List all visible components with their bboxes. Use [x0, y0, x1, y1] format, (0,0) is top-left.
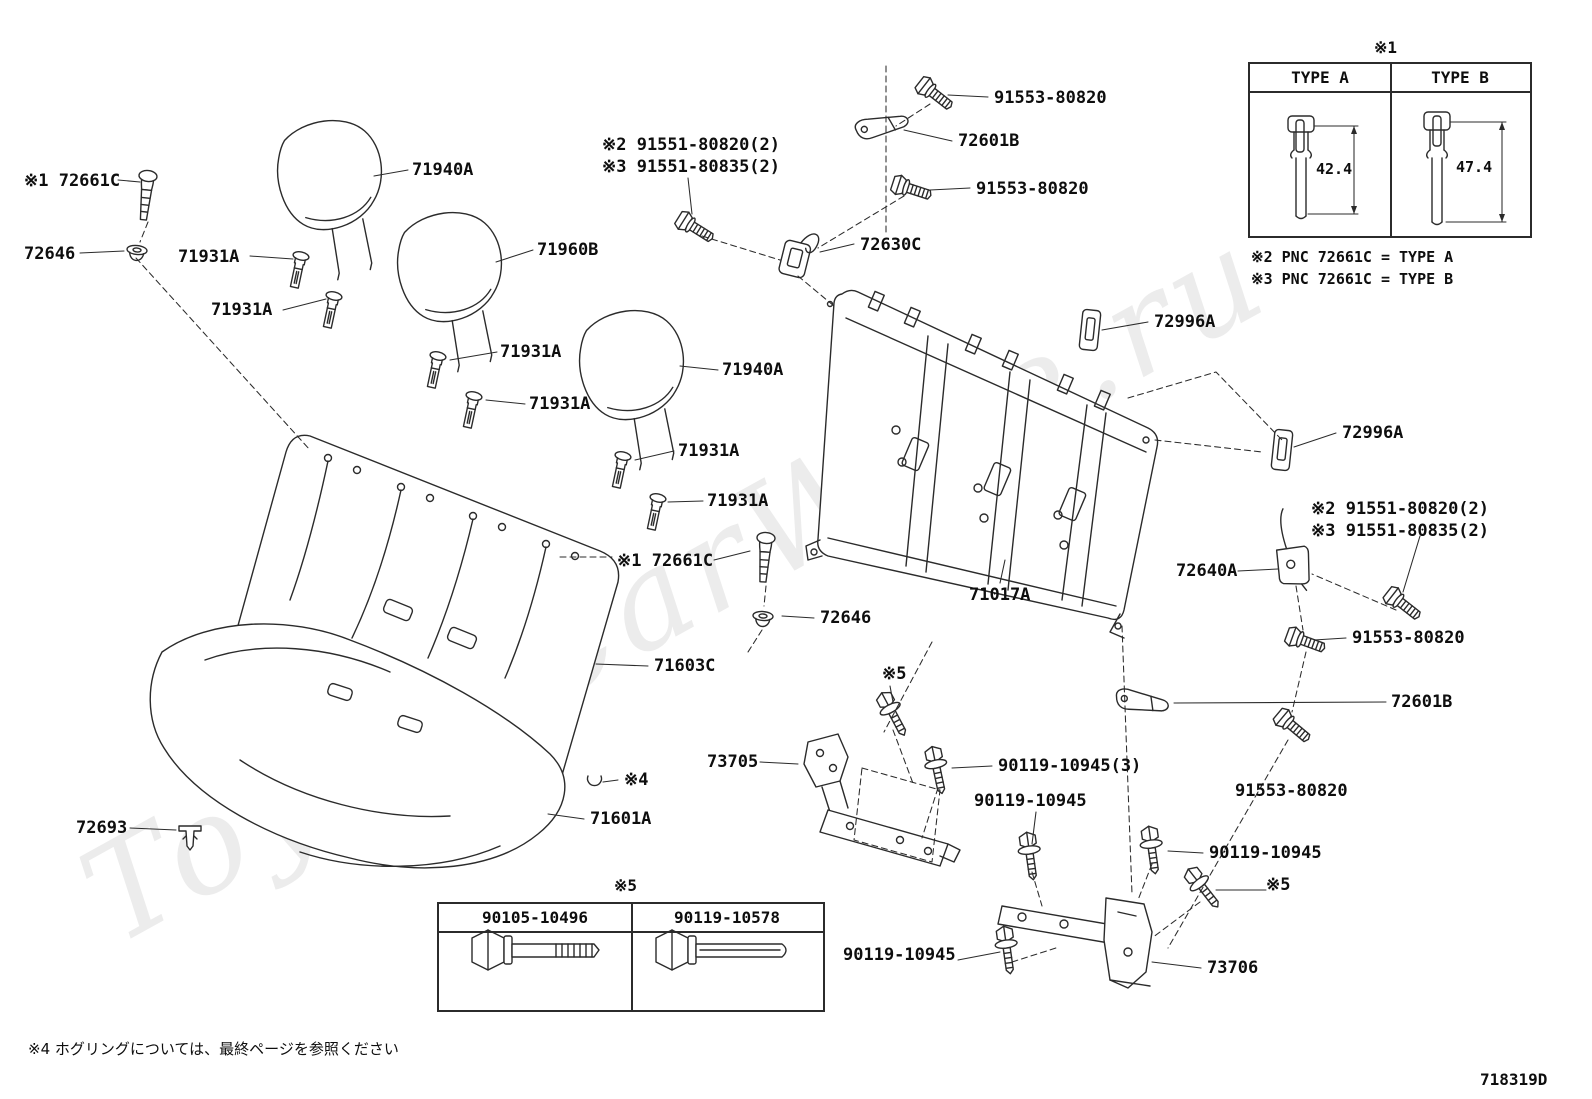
part-label: ※3 91551-80835(2) [1311, 521, 1490, 541]
type-b-header: TYPE B [1431, 68, 1489, 87]
part-label: ※1 72661C [24, 171, 121, 191]
part-label: 72601B [1391, 692, 1453, 712]
part-label: 71931A [211, 300, 273, 320]
part-label: 72693 [76, 818, 128, 838]
part-label: 90119-10945 [1209, 843, 1322, 863]
dimension-label-type-a: 42.4 [1316, 160, 1353, 178]
part-label: 73706 [1207, 958, 1259, 978]
part-label: ※2 91551-80820(2) [602, 135, 781, 155]
bolt-90119-drawing [655, 929, 787, 971]
doc-number: 718319D [1480, 1070, 1548, 1089]
type-comparison-table: TYPE A TYPE B [1248, 62, 1532, 238]
bracket-73705 [803, 733, 961, 867]
fastener-table-marker: ※5 [614, 876, 638, 895]
assembly-dashed-lines [135, 65, 1397, 963]
part-label: 91553-80820 [994, 88, 1107, 108]
bolt-90105-drawing [471, 929, 600, 971]
hog-ring [586, 775, 603, 787]
leader-lines [79, 94, 1421, 969]
part-label: 71017A [969, 585, 1031, 605]
part-label: 71940A [412, 160, 474, 180]
type-a-header: TYPE A [1291, 68, 1349, 87]
fastener-table-divider [631, 904, 633, 1010]
bracket-73706 [997, 897, 1153, 989]
part-label: ※5 [1266, 875, 1291, 895]
dimension-label-type-b: 47.4 [1456, 158, 1493, 176]
part-label: 71960B [537, 240, 599, 260]
part-label: 72646 [24, 244, 76, 264]
type-a-stay-drawing [1287, 115, 1359, 220]
part-label: 91553-80820 [976, 179, 1089, 199]
part-label: 71931A [178, 247, 240, 267]
part-label: 72996A [1342, 423, 1404, 443]
seatback-frame-71017A [805, 289, 1159, 639]
bracket-72630C [778, 233, 820, 279]
part-label: ※1 72661C [617, 551, 714, 571]
pnc-note-type-b: ※3 PNC 72661C = TYPE B [1251, 270, 1454, 288]
type-table-marker: ※1 [1374, 38, 1398, 57]
part-label: 71931A [678, 441, 740, 461]
part-label: ※4 [624, 770, 649, 790]
part-label: 72640A [1176, 561, 1238, 581]
latch-72640A [1275, 508, 1310, 592]
part-label: 72646 [820, 608, 872, 628]
part-label: 90119-10945(3) [998, 756, 1142, 776]
part-label: 91553-80820 [1235, 781, 1348, 801]
fastener-b-header: 90119-10578 [674, 908, 780, 927]
part-label: 71603C [654, 656, 716, 676]
part-label: 90119-10945 [974, 791, 1087, 811]
type-b-stay-drawing [1423, 111, 1507, 226]
fastener-table: 90105-10496 90119-10578 [437, 902, 825, 1012]
pnc-note-type-a: ※2 PNC 72661C = TYPE A [1251, 248, 1454, 266]
part-label: 71931A [707, 491, 769, 511]
part-label: 72601B [958, 131, 1020, 151]
part-label: 71601A [590, 809, 652, 829]
part-label: ※3 91551-80835(2) [602, 157, 781, 177]
part-label: 91553-80820 [1352, 628, 1465, 648]
seat-cushion-71601A [149, 623, 566, 869]
footnote: ※4 ホグリングについては、最終ページを参照ください [28, 1040, 399, 1058]
fastener-a-header: 90105-10496 [482, 908, 588, 927]
part-label: 73705 [707, 752, 759, 772]
part-label: 72630C [860, 235, 922, 255]
part-label: ※2 91551-80820(2) [1311, 499, 1490, 519]
part-label: 71931A [529, 394, 591, 414]
part-label: 71940A [722, 360, 784, 380]
type-table-divider [1390, 64, 1392, 236]
part-label: ※5 [882, 664, 907, 684]
part-label: 71931A [500, 342, 562, 362]
clip-72693 [178, 825, 202, 851]
part-label: 72996A [1154, 312, 1216, 332]
part-label: 90119-10945 [843, 945, 956, 965]
